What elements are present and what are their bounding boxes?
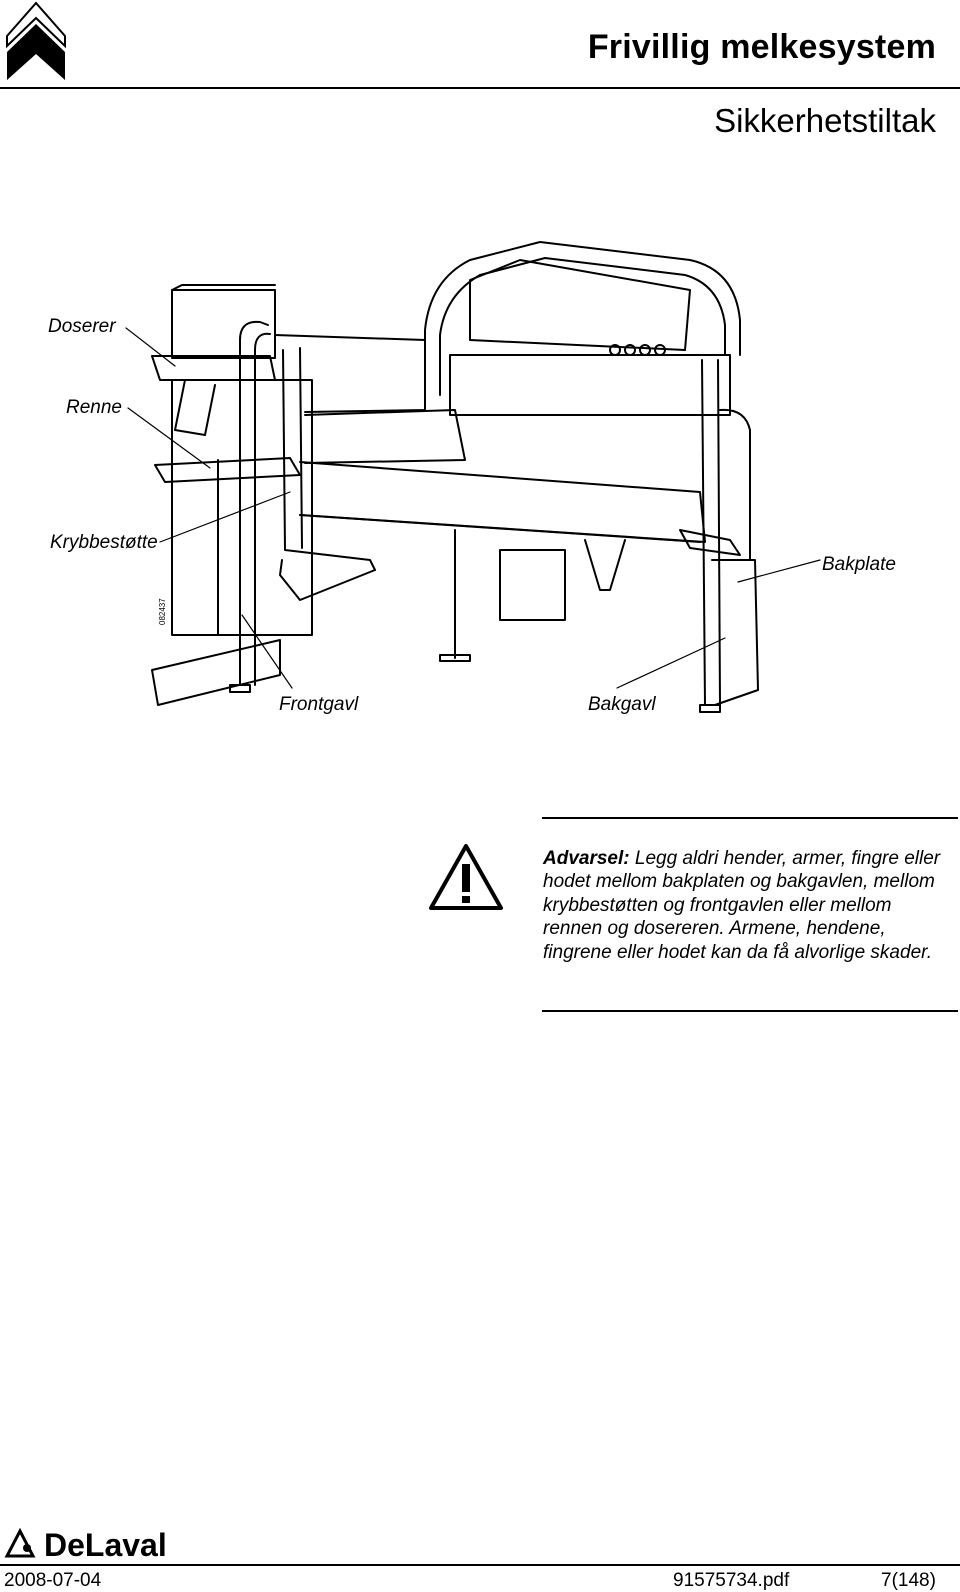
label-doserer: Doserer (48, 316, 116, 337)
label-bakplate: Bakplate (822, 554, 896, 575)
drawing-code: 082437 (158, 598, 167, 625)
header-divider (0, 87, 960, 89)
warning-text: Advarsel: Legg aldri hender, armer, fing… (543, 847, 943, 964)
footer-divider (0, 1564, 960, 1566)
section-title: Sikkerhetstiltak (714, 102, 936, 139)
delaval-chevron-logo-icon (6, 1, 66, 80)
label-frontgavl: Frontgavl (279, 694, 359, 715)
warning-label: Advarsel: (543, 848, 630, 869)
label-renne: Renne (66, 397, 122, 418)
footer-date: 2008-07-04 (4, 1570, 102, 1591)
warning-body: Legg aldri hender, armer, fingre eller h… (543, 848, 941, 963)
label-krybbestotte: Krybbestøtte (50, 532, 158, 553)
warning-triangle-icon (429, 844, 503, 910)
warning-bottom-divider (542, 1010, 958, 1012)
milking-station-figure: 082437 Doserer Renne Krybbestøtte Bakpla… (0, 230, 960, 750)
warning-top-divider (542, 817, 958, 819)
footer-filename: 91575734.pdf (673, 1570, 790, 1591)
document-title: Frivillig melkesystem (587, 28, 936, 66)
brand-wordmark: DeLaval (44, 1527, 167, 1559)
footer-page-number: 7(148) (881, 1570, 936, 1591)
delaval-logo: DeLaval (4, 1527, 167, 1559)
label-bakgavl: Bakgavl (588, 694, 656, 715)
milking-station-drawing: 082437 (125, 241, 821, 713)
